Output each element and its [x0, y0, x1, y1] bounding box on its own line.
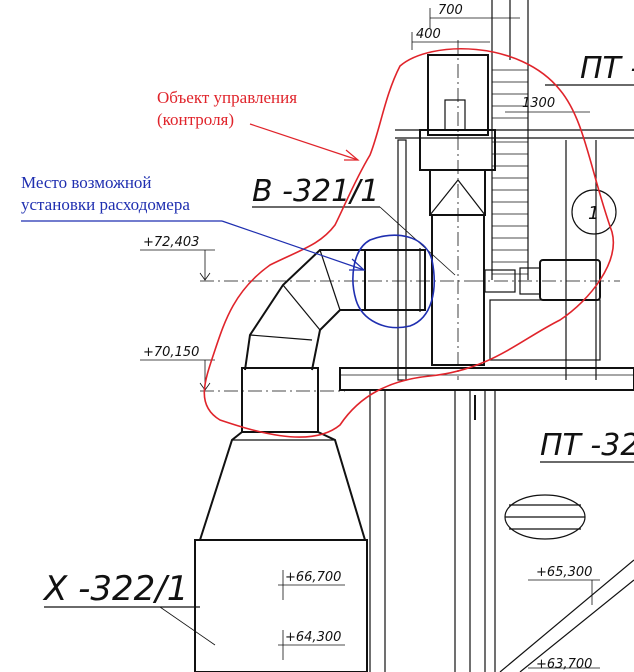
- platform-mid-text: ПТ -32: [540, 428, 634, 463]
- dimension-700-text: 700: [438, 3, 463, 18]
- callout-1: 1: [571, 189, 617, 235]
- cyclone-housing: [419, 40, 496, 380]
- flowmeter-line-1: Место возможной: [21, 173, 152, 192]
- scrubber-designation: Х -322/1: [42, 569, 216, 646]
- platform-mid-designation: ПТ -32: [540, 428, 634, 463]
- elevation-72403: +72,403: [140, 235, 470, 282]
- control-object-outline: [203, 47, 615, 438]
- floor-slab: [339, 367, 634, 391]
- elevation-66700: +66,700: [278, 570, 345, 600]
- elevation-66700-text: +66,700: [285, 570, 341, 585]
- platform-top-text: ПТ -: [580, 51, 634, 86]
- scrubber-text: Х -322/1: [42, 569, 188, 609]
- control-object-label: Объект управления (контроля): [157, 87, 297, 131]
- dimension-1300: 1300: [505, 96, 590, 113]
- platform-top-designation: ПТ -: [545, 51, 634, 86]
- control-object-line-1: Объект управления: [157, 88, 298, 107]
- flowmeter-outline: [352, 234, 435, 329]
- elevation-63700: +63,700: [528, 657, 600, 672]
- dimension-700: 700: [429, 3, 520, 28]
- elevation-64300: +64,300: [278, 630, 345, 660]
- fan-designation: В -321/1: [252, 174, 456, 276]
- elevation-63700-text: +63,700: [536, 657, 592, 672]
- fan-designation-text: В -321/1: [252, 174, 379, 209]
- elevation-65300: +65,300: [528, 565, 600, 605]
- control-object-line-2: (контроля): [157, 110, 235, 129]
- dimension-1300-text: 1300: [522, 96, 555, 111]
- lower-columns: [369, 390, 634, 672]
- flowmeter-location-label: Место возможной установки расходомера: [21, 172, 190, 216]
- control-object-leader: [249, 123, 359, 161]
- elevation-65300-text: +65,300: [536, 565, 592, 580]
- elevation-64300-text: +64,300: [285, 630, 341, 645]
- dimension-400: 400: [411, 27, 490, 50]
- elevation-72403-text: +72,403: [143, 235, 199, 250]
- elbow-duct: [194, 248, 426, 672]
- control-object-arrowhead: [344, 149, 360, 161]
- flowmeter-arrowhead: [349, 258, 366, 271]
- elevation-70150-text: +70,150: [143, 345, 199, 360]
- support-frame: [395, 129, 634, 381]
- elevation-70150: +70,150: [140, 345, 345, 392]
- dimension-400-text: 400: [416, 27, 441, 42]
- flowmeter-line-2: установки расходомера: [21, 195, 190, 214]
- callout-1-text: 1: [588, 203, 599, 224]
- flowmeter-leader: [221, 220, 365, 271]
- ladder-structure: [491, 0, 529, 280]
